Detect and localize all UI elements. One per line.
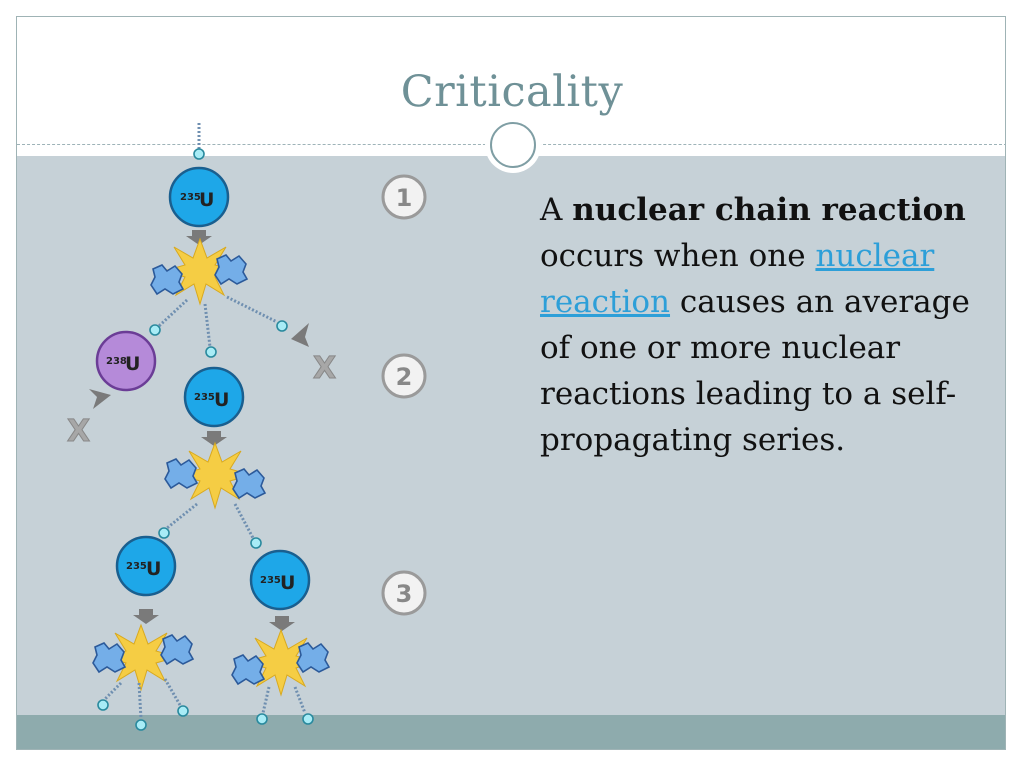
- escape-arrow-icon: [291, 323, 309, 347]
- svg-text:3: 3: [396, 580, 413, 608]
- chain-reaction-diagram: 235 U X 238 U X: [67, 123, 427, 731]
- body-text-segment: causes an average of one or more nuclear…: [540, 284, 970, 458]
- step-marker-1: 1: [381, 174, 427, 220]
- emitted-neutrons: [158, 502, 262, 549]
- fission-event: [164, 442, 266, 509]
- neutron-lost-mark: X: [313, 351, 336, 386]
- fission-event: [150, 238, 248, 305]
- svg-text:U: U: [280, 572, 295, 594]
- body-text-segment: A: [540, 192, 573, 228]
- neutron-lost-mark: X: [67, 414, 90, 449]
- u235-nucleus: 235 U: [249, 549, 311, 611]
- down-arrow-icon: [269, 616, 295, 631]
- u238-nucleus: 238 U: [95, 330, 157, 392]
- emitted-neutrons: [97, 678, 314, 731]
- svg-text:235: 235: [194, 392, 215, 403]
- u235-nucleus: 235 U: [168, 166, 230, 228]
- body-paragraph: A nuclear chain reaction occurs when one…: [540, 187, 980, 463]
- body-text-segment: occurs when one: [540, 238, 816, 274]
- svg-text:U: U: [146, 558, 161, 580]
- slide-title: Criticality: [400, 67, 624, 117]
- nuclear-reaction-link[interactable]: nuclear reaction: [540, 238, 935, 320]
- step-marker-3: 3: [381, 570, 427, 616]
- fission-event: [231, 629, 330, 696]
- u235-nucleus: 235 U: [115, 535, 177, 597]
- footer-bar: [17, 715, 1005, 749]
- title-ornament-circle: [485, 117, 541, 173]
- svg-text:U: U: [125, 353, 140, 375]
- svg-text:235: 235: [180, 192, 201, 203]
- incoming-neutron: [193, 123, 205, 160]
- u235-nucleus: 235 U: [183, 366, 245, 428]
- emitted-neutrons: [149, 295, 288, 358]
- slide: Criticality A nuclear chain reaction occ…: [16, 16, 1006, 750]
- svg-text:U: U: [199, 189, 214, 211]
- svg-text:235: 235: [126, 561, 147, 572]
- svg-text:238: 238: [106, 356, 127, 367]
- svg-text:U: U: [214, 389, 229, 411]
- down-arrow-icon: [133, 609, 159, 624]
- content-area: [17, 156, 1005, 715]
- svg-text:1: 1: [396, 184, 413, 212]
- down-arrow-icon: [201, 431, 227, 446]
- fission-event: [92, 624, 194, 691]
- svg-text:2: 2: [396, 363, 413, 391]
- svg-text:235: 235: [260, 575, 281, 586]
- bold-term: nuclear chain reaction: [572, 192, 966, 228]
- step-marker-2: 2: [381, 353, 427, 399]
- escape-arrow-icon: [89, 389, 111, 409]
